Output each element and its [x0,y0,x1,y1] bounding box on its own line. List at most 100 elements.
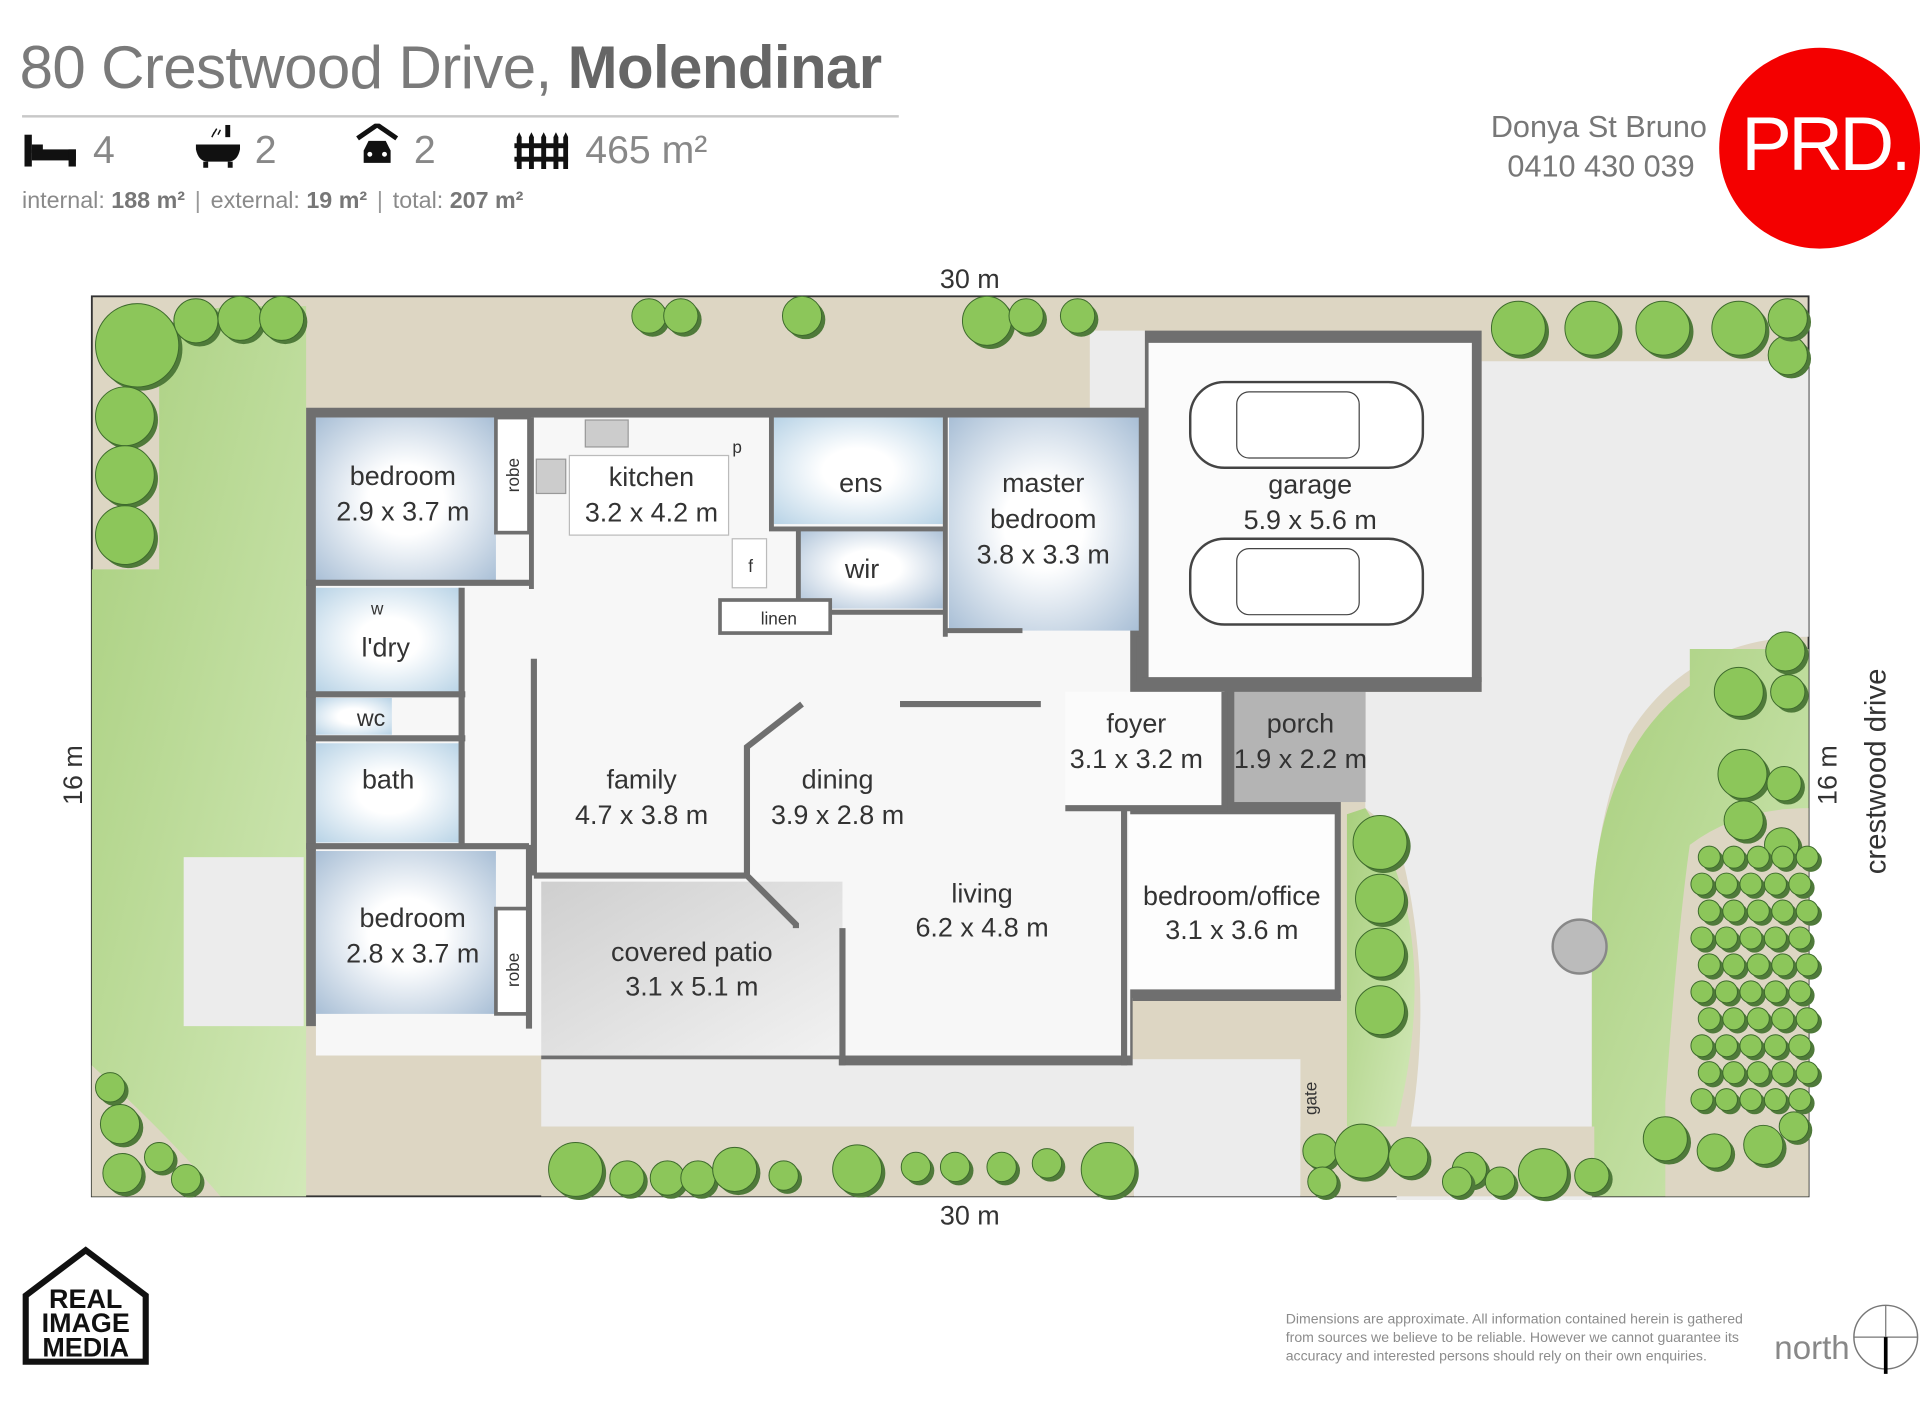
room-name: kitchen [609,462,694,492]
tree-icon [1746,845,1770,869]
lot-depth-left: 16 m [58,745,88,805]
bedrooms-count: 4 [93,127,115,172]
tree-icon [1771,1061,1795,1085]
paved-pad [183,857,304,1027]
bedroom-1-floor [315,417,496,583]
tree-icon [1771,845,1795,869]
porch-floor [1234,691,1366,803]
garage-car-icon [356,123,399,163]
robe-label: robe [503,458,523,492]
tree-icon [680,1160,716,1196]
tree-icon [1722,1007,1746,1031]
room-dims: 6.2 x 4.8 m [915,913,1048,943]
logo-line: IMAGE [42,1308,130,1338]
bathrooms-count: 2 [254,127,277,172]
tree-icon [649,1160,685,1196]
tree-icon [1739,872,1763,896]
tree-icon [1690,1034,1714,1058]
tree-icon [1714,1034,1738,1058]
tree-icon [1739,1034,1763,1058]
wc-floor [315,697,392,735]
room-dims: 3.8 x 3.3 m [977,539,1110,569]
sink-icon [584,419,629,448]
room-name: bedroom [360,903,466,933]
tree-icon [1722,1061,1746,1085]
tree-icon [1059,298,1096,334]
agent-phone: 0410 430 039 [1507,149,1695,184]
bath-icon [195,124,241,168]
lot-width-bottom: 30 m [940,1201,1000,1231]
room-dims: 3.2 x 4.2 m [585,498,718,528]
tree-icon [1771,899,1795,923]
tree-icon [1763,1088,1787,1112]
tree-icon [1714,926,1738,950]
tree-icon [1697,1061,1721,1085]
tree-icon [1771,953,1795,977]
tree-icon [217,295,263,341]
tree-icon [1690,1088,1714,1112]
tree-icon [95,1072,126,1103]
room-dims: 2.8 x 3.7 m [346,938,479,968]
fence-icon [514,132,569,169]
tree-icon [1517,1148,1568,1199]
tree-icon [1697,953,1721,977]
tree-icon [900,1151,932,1183]
tree-icon [1355,927,1405,978]
car-icon [1188,537,1425,626]
car-spaces-count: 2 [413,127,436,172]
driveway [1365,361,1809,1201]
room-dims: 5.9 x 5.6 m [1244,505,1377,535]
tree-icon [548,1141,603,1197]
room-name: bedroom [990,504,1096,534]
north-arrow-icon [1853,1304,1919,1374]
land-area: 465 m² [585,127,708,172]
tree-icon [1690,872,1714,896]
bed-icon [24,134,76,167]
ensuite-floor [773,417,943,525]
tree-icon [1746,899,1770,923]
tree-icon [170,1164,202,1195]
total-label: total: [392,188,444,215]
tree-icon [1717,748,1768,799]
linen-label: linen [761,608,797,628]
tree-icon [1788,872,1812,896]
property-address: 80 Crestwood Drive, Molendinar [19,34,883,103]
external-value: 19 m² [306,188,368,215]
tree-icon [1795,953,1819,977]
tree-icon [1770,674,1806,710]
tree-icon [1334,1123,1390,1179]
tree-icon [1441,1166,1473,1197]
floor-areas: internal: 188 m²|external: 19 m²|total: … [22,188,524,215]
tree-icon [1697,1007,1721,1031]
tree-icon [1484,1166,1516,1197]
side-path [541,1059,1301,1127]
external-label: external: [210,188,300,215]
master-bedroom-floor [948,417,1139,631]
tree-icon [1355,873,1405,924]
tree-icon [939,1151,971,1183]
room-name: master [1002,468,1084,498]
tree-icon [1722,845,1746,869]
tree-icon [259,295,305,341]
tree-icon [1795,899,1819,923]
room-name: bath [362,765,414,795]
tree-icon [102,1152,143,1194]
tree-icon [1714,872,1738,896]
car-icon [1188,380,1425,469]
tree-icon [1766,766,1802,802]
tree-icon [1713,666,1764,717]
room-dims: 3.1 x 5.1 m [625,972,758,1002]
room-name: bedroom [350,461,456,491]
tree-icon [95,386,155,447]
room-dims: 1.9 x 2.2 m [1234,744,1367,774]
tree-icon [1746,1007,1770,1031]
title-divider [22,115,899,118]
tree-icon [781,295,823,337]
tree-icon [1788,1088,1812,1112]
tree-icon [1767,335,1808,376]
address-street: 80 Crestwood Drive, [19,35,553,102]
tree-icon [712,1146,758,1192]
tree-icon [1722,953,1746,977]
tree-icon [1697,899,1721,923]
internal-label: internal: [22,188,105,215]
